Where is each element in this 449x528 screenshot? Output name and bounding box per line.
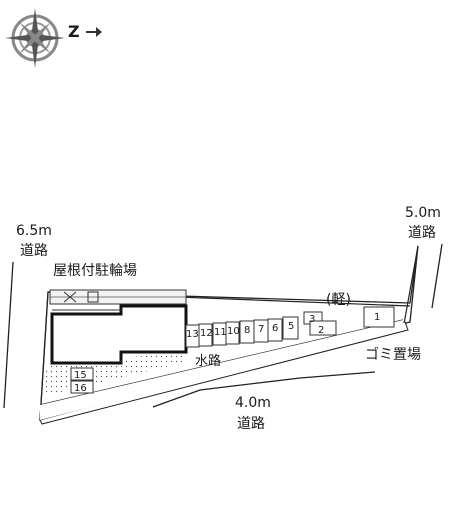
parking-slot-8: 8	[244, 325, 251, 336]
bike-slot-15: 15	[74, 370, 87, 381]
site-right-edge	[403, 245, 419, 325]
right-road-width: 5.0m	[405, 205, 441, 221]
waterway-label: 水路	[195, 354, 222, 369]
left-road-width: 6.5m	[16, 223, 52, 239]
parking-slot-3: 3	[309, 314, 316, 325]
compass-north-letter: Z	[68, 22, 80, 41]
bottom-road-line	[152, 371, 376, 408]
compass-rose-icon	[5, 8, 65, 68]
parking-slot-7: 7	[258, 324, 265, 335]
parking-slot-6: 6	[272, 323, 279, 334]
bike-slot-16: 16	[74, 383, 87, 394]
north-arrow-icon	[86, 27, 102, 37]
parking-slot-11: 11	[214, 327, 227, 338]
garbage-area-label: ゴミ置場	[365, 347, 421, 363]
bottom-road-name: 道路	[237, 416, 265, 432]
bike-symbol-icon	[63, 291, 99, 303]
waterway-band	[40, 320, 404, 420]
parking-slot-1: 1	[374, 312, 381, 323]
building-outline	[50, 304, 188, 365]
right-road-name: 道路	[408, 225, 436, 241]
parking-slot-12: 12	[200, 328, 213, 339]
parking-slot-5: 5	[288, 321, 295, 332]
parking-slot-boxes	[185, 306, 395, 348]
left-road-name: 道路	[20, 243, 48, 259]
covered-parking-label: 屋根付駐輪場	[53, 263, 137, 279]
left-road-line	[3, 261, 14, 409]
parking-slot-2: 2	[318, 325, 325, 336]
site-left-edge	[39, 291, 49, 421]
bike-slot-boxes	[70, 367, 94, 394]
right-road-line	[431, 243, 443, 309]
parking-slot-10: 10	[227, 326, 240, 337]
kei-car-label: (軽)	[326, 292, 351, 308]
bottom-road-width: 4.0m	[235, 395, 271, 411]
parking-slot-13: 13	[186, 329, 199, 340]
